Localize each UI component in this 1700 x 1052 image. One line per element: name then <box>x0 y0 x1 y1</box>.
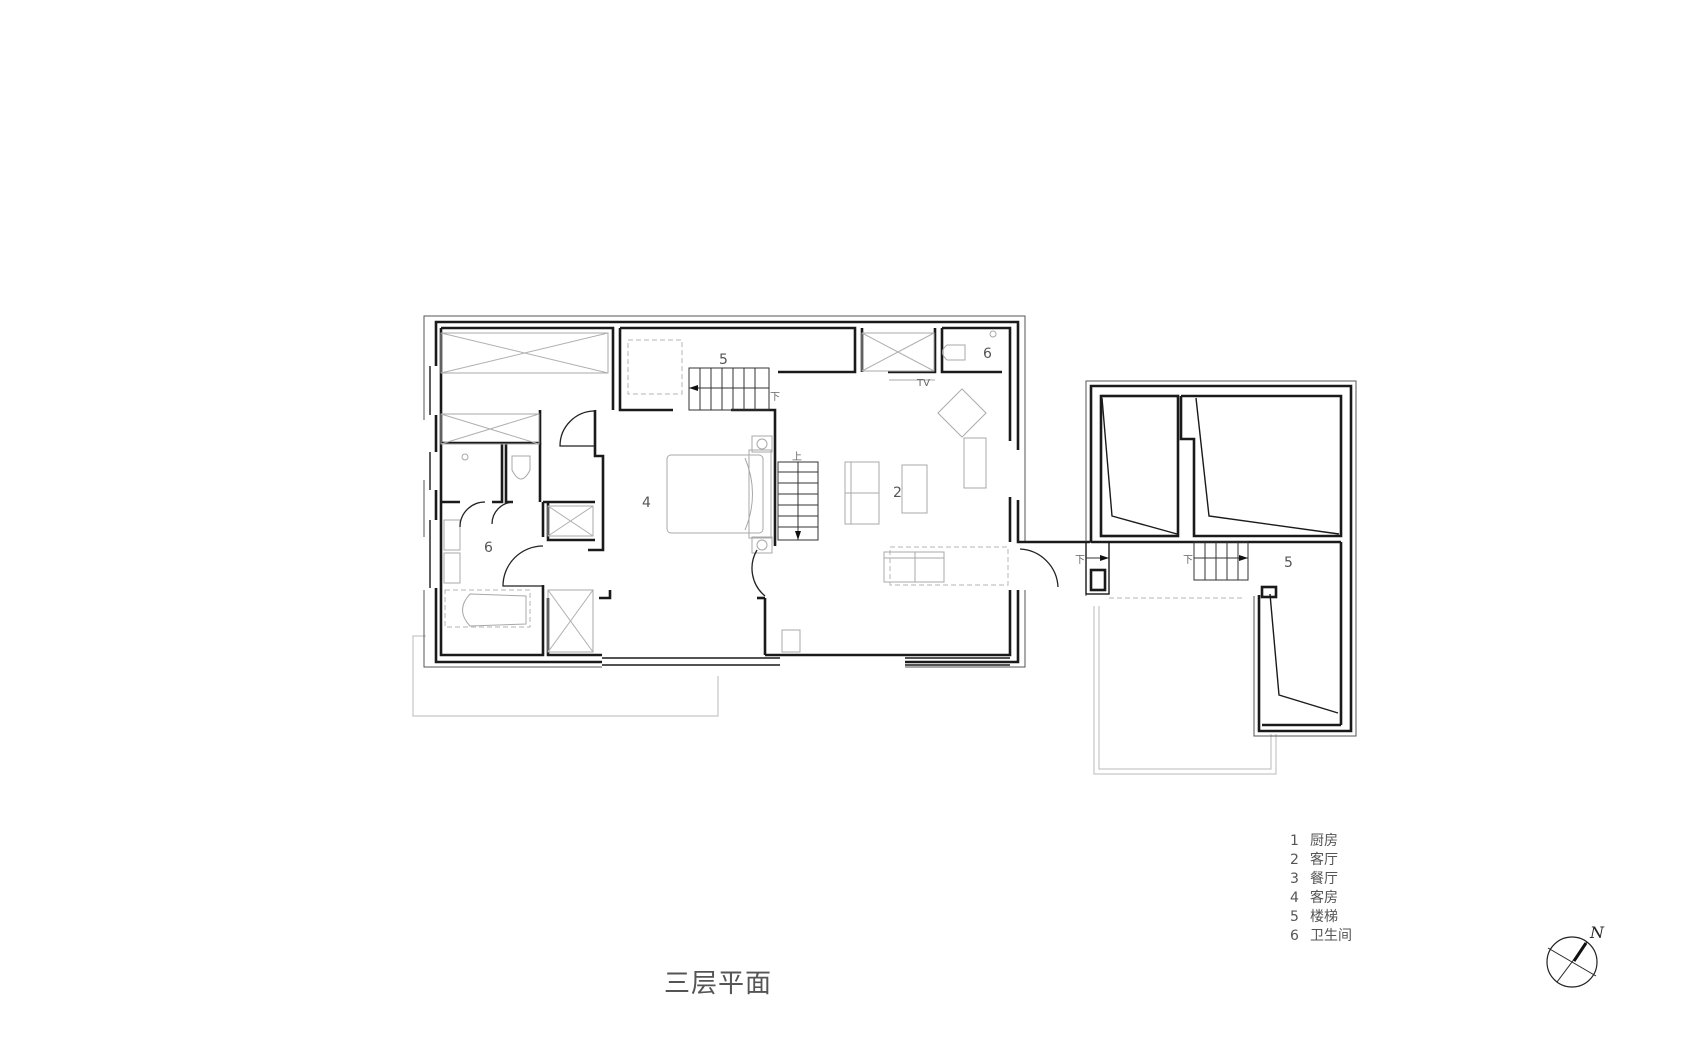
legend-num: 5 <box>1290 909 1299 925</box>
legend-label: 卫生间 <box>1310 928 1352 944</box>
room-label-wc-top-right: 6 <box>983 346 992 362</box>
legend-label: 厨房 <box>1310 833 1338 849</box>
drawing-title: 三层平面 <box>664 969 773 999</box>
stair-annex <box>1086 541 1249 581</box>
room-label-bath-left: 6 <box>484 540 493 556</box>
legend-label: 楼梯 <box>1310 909 1338 925</box>
legend-num: 2 <box>1290 852 1299 868</box>
down-label-annex-2: 下 <box>1183 555 1193 566</box>
legend-label: 餐厅 <box>1310 871 1338 887</box>
legend-item: 4 客房 <box>1290 889 1352 908</box>
room-legend: 1 厨房 2 客厅 3 餐厅 4 客房 5 楼梯 6 卫生间 <box>1290 832 1352 946</box>
stair-top <box>688 367 770 411</box>
legend-item: 5 楼梯 <box>1290 908 1352 927</box>
main-building <box>423 315 1090 668</box>
room-label-stair-top: 5 <box>719 352 728 368</box>
balcony-outlines <box>412 606 1277 775</box>
stair-inner <box>777 461 819 541</box>
living-furniture <box>844 379 1009 586</box>
down-label-top-stair: 下 <box>770 392 780 403</box>
room-label-guest-room: 4 <box>642 495 651 511</box>
annex-building <box>1085 380 1357 737</box>
bed <box>666 435 773 554</box>
down-label-annex-1: 下 <box>1075 555 1085 566</box>
tv-label: TV <box>916 378 930 389</box>
legend-label: 客厅 <box>1310 852 1338 868</box>
legend-num: 1 <box>1290 833 1299 849</box>
legend-num: 4 <box>1290 890 1299 906</box>
legend-item: 3 餐厅 <box>1290 870 1352 889</box>
room-label-living-room: 2 <box>893 485 902 501</box>
legend-num: 6 <box>1290 928 1299 944</box>
north-label: N <box>1589 923 1605 942</box>
north-arrow-icon: N <box>1546 923 1605 988</box>
doors <box>459 410 1059 597</box>
legend-item: 1 厨房 <box>1290 832 1352 851</box>
legend-num: 3 <box>1290 871 1299 887</box>
legend-label: 客房 <box>1310 890 1338 906</box>
room-label-stair-annex: 5 <box>1284 555 1293 571</box>
legend-item: 6 卫生间 <box>1290 927 1352 946</box>
up-label-inner-stair: 上 <box>792 451 802 463</box>
legend-item: 2 客厅 <box>1290 851 1352 870</box>
